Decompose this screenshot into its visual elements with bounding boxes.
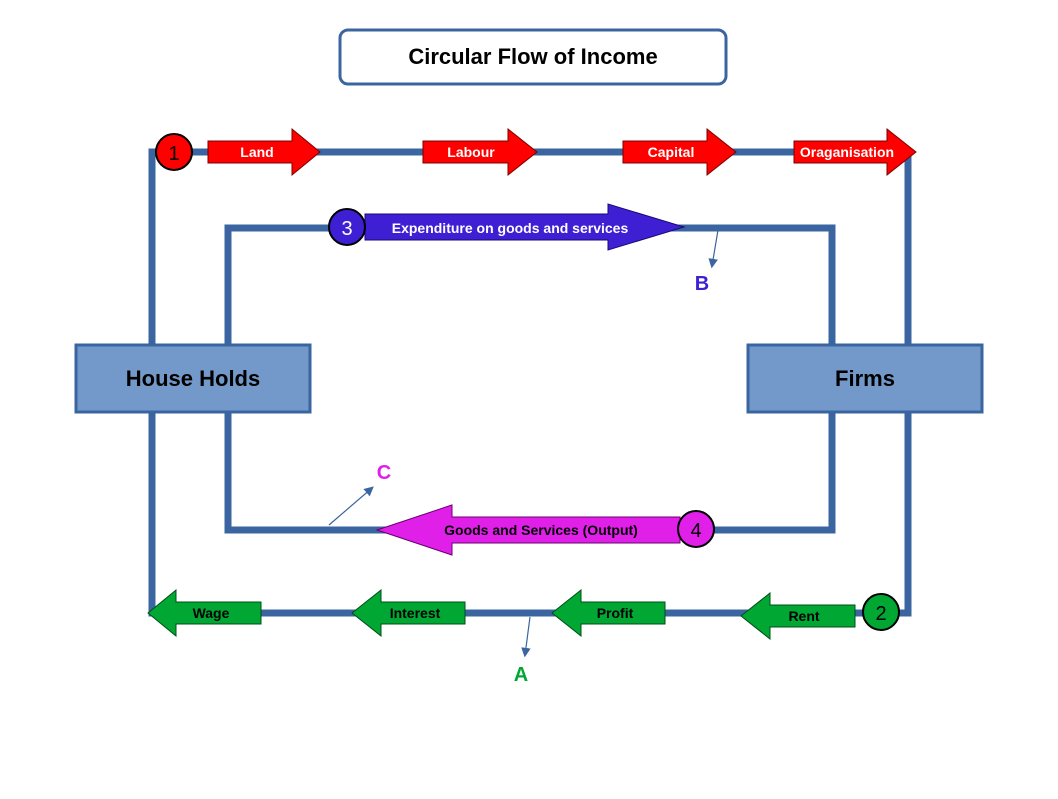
income-label-interest: Interest	[390, 605, 441, 621]
title-box: Circular Flow of Income	[338, 28, 728, 86]
households-label: House Holds	[126, 366, 260, 391]
income-arrow-wage: Wage	[147, 588, 262, 638]
badge-1: 1	[155, 133, 193, 171]
factor-label-land: Land	[240, 144, 273, 160]
income-arrow-rent: Rent	[740, 591, 856, 641]
pointer-b: B	[695, 229, 719, 295]
badge-1-label: 1	[168, 143, 179, 165]
pointer-c: C	[328, 462, 391, 526]
badge-4: 4	[677, 510, 715, 548]
pointer-c-label: C	[377, 462, 391, 484]
diagram-title: Circular Flow of Income	[408, 44, 657, 69]
inner-loop-line	[224, 224, 836, 534]
income-label-rent: Rent	[788, 608, 819, 624]
output-label: Goods and Services (Output)	[444, 522, 638, 538]
factor-label-labour: Labour	[447, 144, 495, 160]
households-box: House Holds	[74, 343, 312, 414]
income-arrow-profit: Profit	[551, 588, 666, 638]
firms-box: Firms	[746, 343, 984, 414]
expenditure-label: Expenditure on goods and services	[392, 220, 629, 236]
badge-3-label: 3	[341, 218, 352, 240]
factor-label-organisation: Oraganisation	[800, 144, 894, 160]
output-arrow: Goods and Services (Output)	[375, 504, 681, 556]
pointer-a: A	[514, 616, 531, 686]
income-label-wage: Wage	[193, 605, 230, 621]
badge-3: 3	[328, 208, 366, 246]
factor-arrow-land: Land	[207, 127, 321, 177]
pointer-b-label: B	[695, 273, 709, 295]
income-arrow-interest: Interest	[351, 588, 466, 638]
factor-arrow-organisation: Oraganisation	[793, 127, 917, 177]
factor-arrow-capital: Capital	[622, 127, 737, 177]
badge-2-label: 2	[875, 603, 886, 625]
income-label-profit: Profit	[597, 605, 634, 621]
firms-label: Firms	[835, 366, 895, 391]
factor-label-capital: Capital	[648, 144, 695, 160]
pointer-a-label: A	[514, 664, 528, 686]
expenditure-arrow: Expenditure on goods and services	[364, 203, 686, 251]
badge-4-label: 4	[690, 520, 701, 542]
factor-arrow-labour: Labour	[422, 127, 538, 177]
badge-2: 2	[862, 593, 900, 631]
